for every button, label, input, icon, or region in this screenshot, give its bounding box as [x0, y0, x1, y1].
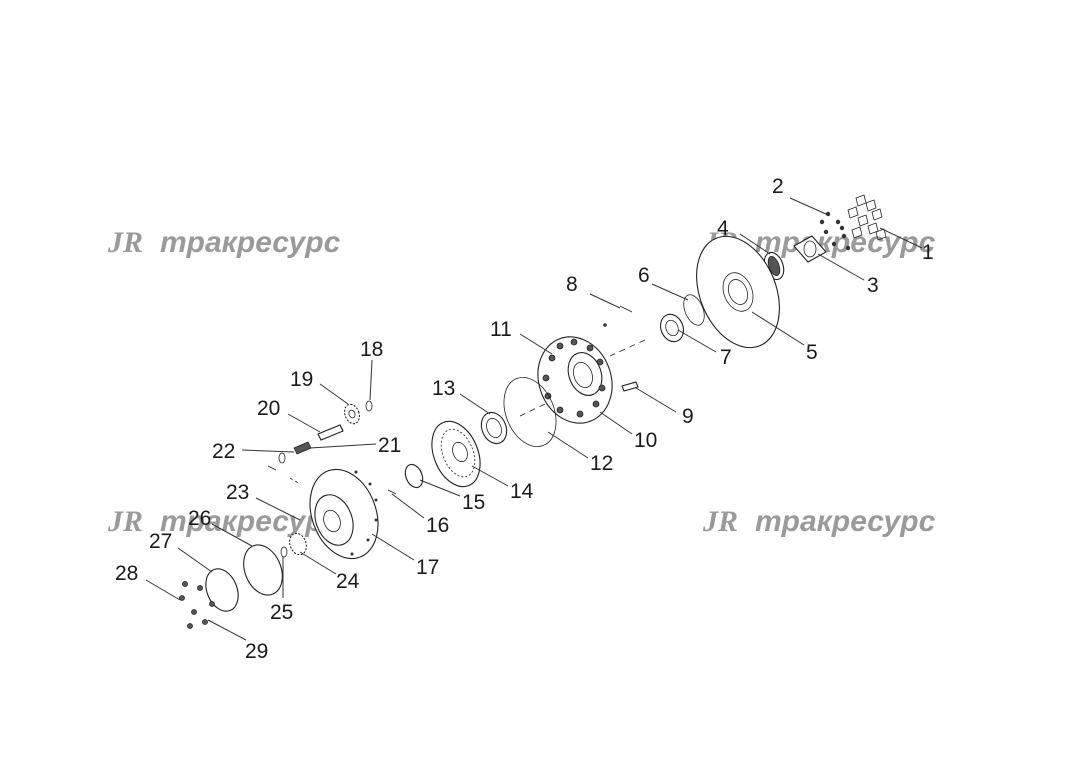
- part-17-planet-carrier: [309, 468, 379, 560]
- part-20-shaft: [317, 424, 344, 441]
- watermark-top-right: ЈR тракресурс: [702, 226, 936, 259]
- part-13-bearing: [480, 411, 508, 445]
- watermark-top-left: ЈR тракресурс: [107, 226, 341, 259]
- part-9-bolt: [621, 381, 639, 392]
- part-21-roller: [293, 441, 312, 455]
- part-pin-small: [267, 465, 277, 471]
- label-5: 5: [806, 341, 818, 364]
- part-2-nuts: [819, 211, 851, 251]
- label-21: 21: [378, 434, 401, 457]
- part-10-hub-housing: [537, 336, 613, 424]
- part-1-bolts: [847, 194, 887, 241]
- label-15: 15: [462, 491, 485, 514]
- part-14-ring-gear: [431, 420, 481, 488]
- label-18: 18: [360, 338, 383, 361]
- label-26: 26: [188, 507, 211, 530]
- watermark-text: тракресурс: [755, 505, 936, 538]
- part-7-bearing: [659, 313, 685, 343]
- label-4: 4: [717, 217, 729, 240]
- part-3-flange-plate: [793, 235, 827, 263]
- label-25: 25: [270, 601, 293, 624]
- label-10: 10: [634, 429, 657, 452]
- watermark-logo: ЈR: [107, 226, 143, 259]
- part-18-snap-ring: [365, 400, 373, 412]
- part-15-snap-ring: [404, 463, 424, 489]
- part-27-cover: [205, 568, 239, 612]
- watermark-logo: ЈR: [702, 505, 738, 538]
- part-24-sun-gear: [289, 532, 307, 556]
- label-6: 6: [638, 264, 650, 287]
- part-12-o-ring: [503, 377, 557, 447]
- label-2: 2: [772, 175, 784, 198]
- leader-lines: [145, 197, 923, 641]
- part-19-planet-gear: [344, 403, 360, 425]
- part-28-screws: [179, 581, 215, 629]
- label-12: 12: [590, 452, 613, 475]
- label-28: 28: [115, 562, 138, 585]
- label-27: 27: [149, 530, 172, 553]
- label-17: 17: [416, 556, 439, 579]
- label-13: 13: [432, 377, 455, 400]
- label-22: 22: [212, 440, 235, 463]
- assembly-axis-2: [519, 403, 546, 417]
- part-26-gasket: [243, 544, 283, 596]
- label-19: 19: [290, 368, 313, 391]
- label-20: 20: [257, 397, 280, 420]
- part-25-washer: [280, 546, 288, 558]
- part-22-washer: [278, 452, 286, 464]
- label-16: 16: [426, 514, 449, 537]
- label-1: 1: [922, 241, 934, 264]
- label-14: 14: [510, 480, 534, 503]
- watermark-bottom-left: ЈR тракресурс: [107, 505, 341, 538]
- part-5-brake-disc: [696, 235, 780, 349]
- label-11: 11: [490, 318, 512, 341]
- assembly-axis-1: [609, 339, 646, 357]
- label-7: 7: [720, 346, 732, 369]
- assembly-axis-3: [289, 477, 301, 485]
- part-16-pin: [387, 489, 397, 495]
- part-6-o-ring: [683, 294, 705, 326]
- label-9: 9: [682, 405, 694, 428]
- watermark-bottom-right: ЈR тракресурс: [702, 505, 936, 538]
- part-8-pin: [603, 305, 633, 327]
- watermark-text: тракресурс: [160, 226, 341, 259]
- label-8: 8: [566, 273, 578, 296]
- label-24: 24: [336, 570, 360, 593]
- part-labels: 1 2 3 4 5 6 7 8 9 10 11 12 13 14 15 16 1…: [115, 175, 934, 663]
- watermark-text: тракресурс: [755, 226, 936, 259]
- label-23: 23: [226, 481, 249, 504]
- watermark-logo: ЈR: [107, 505, 143, 538]
- label-29: 29: [245, 640, 268, 663]
- label-3: 3: [867, 274, 879, 297]
